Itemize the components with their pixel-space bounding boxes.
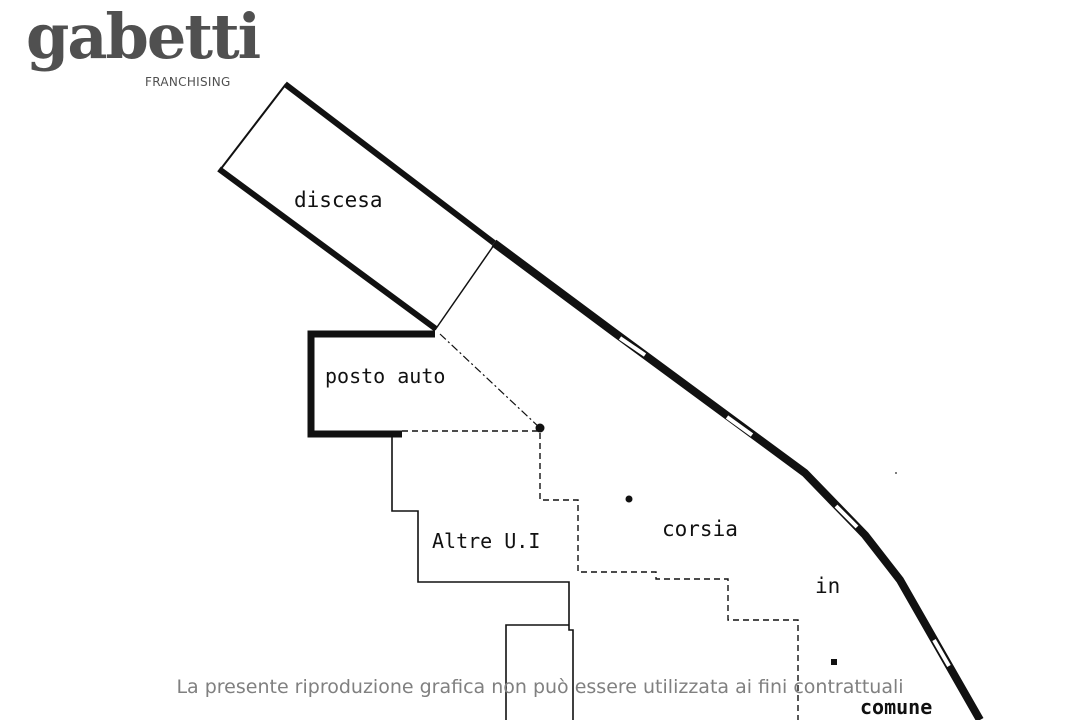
label-discesa: discesa: [294, 188, 383, 212]
wall-opening-4: [932, 639, 951, 667]
label-comune: comune: [860, 695, 932, 719]
wall-opening-2: [725, 415, 754, 437]
point-marker-1: [535, 423, 545, 433]
ramp-upper-wall: [283, 81, 496, 246]
wall-opening-3: [834, 504, 859, 529]
parking-dashed-boundary: [402, 430, 799, 720]
other-units-outline: [391, 434, 574, 720]
ramp-lower-wall: [217, 166, 438, 332]
wall-opening-1: [618, 336, 647, 357]
ramp-top-edge: [219, 83, 287, 171]
logo-subtitle: FRANCHISING: [145, 75, 231, 89]
label-corsia: corsia: [662, 517, 738, 541]
ramp-divider: [434, 244, 495, 331]
label-in: in: [815, 574, 840, 598]
point-marker-3: [831, 659, 837, 665]
point-marker-2: [625, 495, 633, 503]
logo-wordmark: gabetti: [26, 0, 261, 73]
parking-diagonal-line: [439, 333, 541, 429]
disclaimer-text: La presente riproduzione grafica non può…: [176, 676, 904, 698]
label-posto-auto: posto auto: [325, 364, 445, 388]
parking-space-wall: [307, 330, 435, 438]
lower-room-outline: [505, 624, 569, 720]
label-altre-ui: Altre U.I: [432, 529, 540, 553]
gabetti-logo: gabetti FRANCHISING: [26, 6, 261, 110]
speck-mark: [895, 472, 897, 474]
outer-perimeter-wall: [491, 239, 984, 720]
